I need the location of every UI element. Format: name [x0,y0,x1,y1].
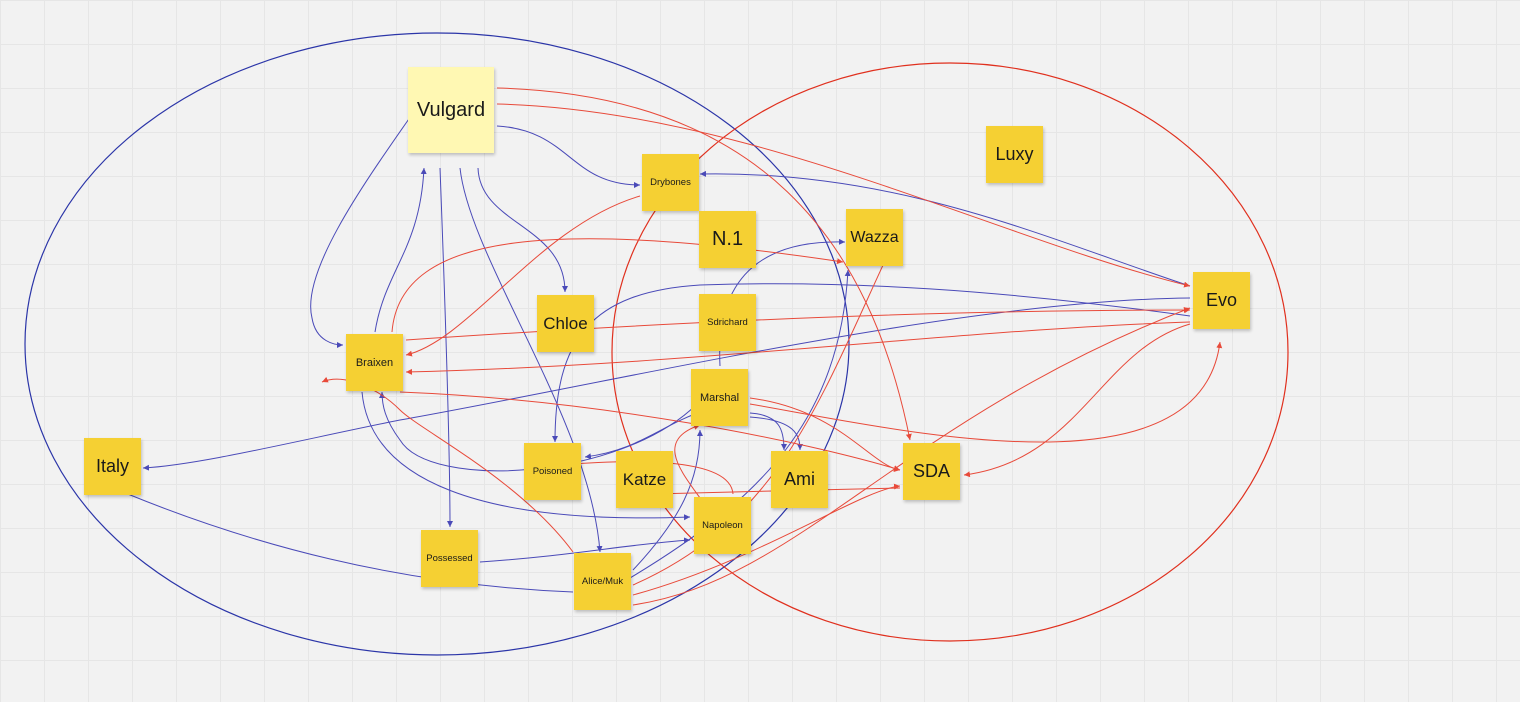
sticky-note-chloe[interactable]: Chloe [537,295,594,352]
connector-alicemuk-wazza-red[interactable] [632,249,891,586]
connector-braixen-wazza[interactable] [391,238,844,333]
connector-alicemuk-wazza[interactable] [629,269,851,579]
connector-braixen-vulgard[interactable] [374,167,427,333]
red-group-ellipse[interactable] [611,62,1289,642]
connector-evo-sda[interactable] [963,323,1191,478]
connector-vulgard-sda[interactable] [496,87,912,441]
sticky-note-n1[interactable]: N.1 [699,211,756,268]
connector-napoleon-marshal[interactable] [674,424,701,499]
connector-possessed-napoleon[interactable] [479,537,691,563]
sticky-note-vulgard[interactable]: Vulgard [408,67,494,153]
sticky-note-braixen[interactable]: Braixen [346,334,403,391]
connector-vulgard-possessed[interactable] [439,167,453,528]
sticky-note-italy[interactable]: Italy [84,438,141,495]
sticky-note-evo[interactable]: Evo [1193,272,1250,329]
blue-group-ellipse[interactable] [24,32,850,656]
sticky-note-poisoned[interactable]: Poisoned [524,443,581,500]
sticky-note-wazza[interactable]: Wazza [846,209,903,266]
connector-vulgard-drybones[interactable] [496,125,641,188]
connector-marshal-sda[interactable] [749,397,901,472]
connector-marshal-braixen[interactable] [379,391,698,472]
connector-vulgard-alicemuk[interactable] [459,167,603,553]
sticky-note-sda[interactable]: SDA [903,443,960,500]
connector-marshal-ami[interactable] [749,412,787,451]
sticky-note-sdrichard[interactable]: Sdrichard [699,294,756,351]
sticky-note-alice-muk[interactable]: Alice/Muk [574,553,631,610]
connector-braixen-napoleon[interactable] [361,391,691,521]
sticky-note-ami[interactable]: Ami [771,451,828,508]
connector-marshal-ami-2[interactable] [749,416,803,451]
connector-alicemuk-evo[interactable] [632,307,1191,606]
connector-vulgard-evo[interactable] [496,103,1191,288]
connector-evo-poisoned[interactable] [552,283,1191,443]
sticky-note-katze[interactable]: Katze [616,451,673,508]
connector-braixen-sda[interactable] [399,391,901,472]
connector-alicemuk-italy[interactable] [117,489,574,593]
connector-vulgard-braixen[interactable] [310,102,421,348]
connector-evo-braixen[interactable] [405,321,1191,375]
sticky-note-napoleon[interactable]: Napoleon [694,497,751,554]
connector-evo-drybones[interactable] [699,170,1191,287]
sticky-note-marshal[interactable]: Marshal [691,369,748,426]
connector-vulgard-chloe[interactable] [477,167,568,293]
connector-marshal-italy[interactable] [142,297,1191,471]
connector-alicemuk-sda[interactable] [632,483,901,596]
sticky-note-possessed[interactable]: Possessed [421,530,478,587]
connector-marshal-evo[interactable] [749,341,1223,443]
connector-drybones-braixen[interactable] [405,195,641,357]
sticky-note-luxy[interactable]: Luxy [986,126,1043,183]
connector-braixen-evo[interactable] [405,307,1191,341]
sticky-note-drybones[interactable]: Drybones [642,154,699,211]
connector-alicemuk-marshal[interactable] [632,429,703,571]
connector-marshal-poisoned[interactable] [584,409,707,460]
